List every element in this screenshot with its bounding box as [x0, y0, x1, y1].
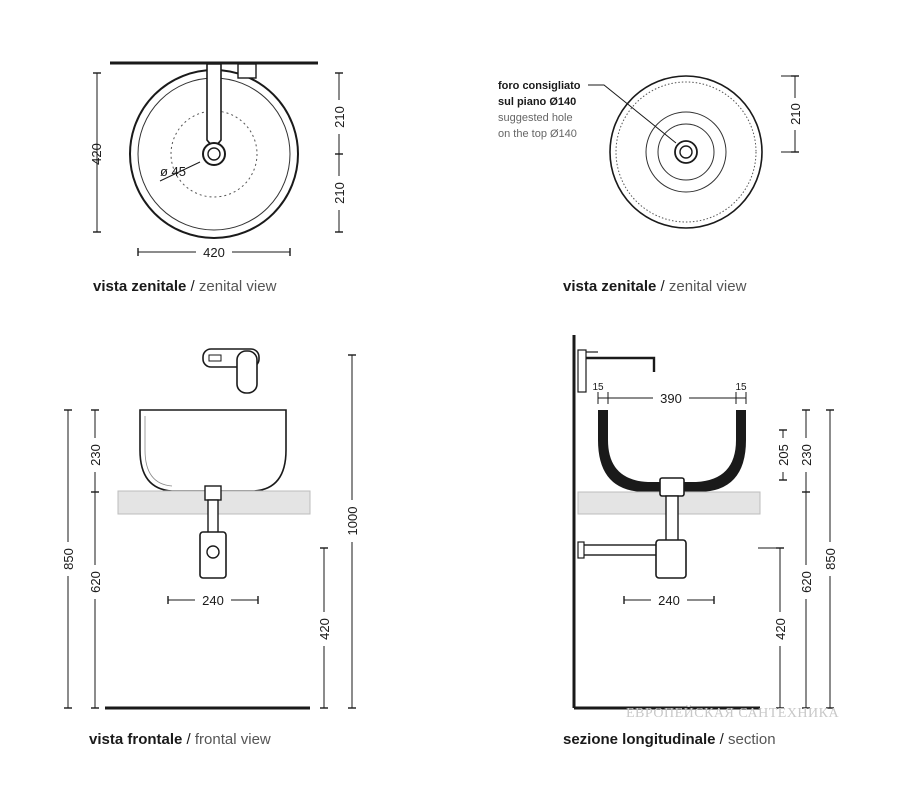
drain-leader — [159, 161, 201, 182]
dim-width-label: 420 — [203, 245, 225, 260]
dim-lower-label: 620 — [799, 571, 814, 593]
basin-front — [139, 409, 287, 492]
siphon-body — [199, 531, 227, 579]
dim-bowl-inner-label: 205 — [776, 444, 791, 466]
drain-outer — [202, 142, 226, 166]
hole-note-it-2: sul piano Ø140 — [498, 96, 577, 108]
drain-inner — [679, 145, 693, 159]
dim-siphon-label: 240 — [658, 593, 680, 608]
caption-en: zenital view — [668, 278, 747, 295]
caption-top-left: vista zenitale / zenital view — [93, 278, 277, 295]
dim-floor-label: 420 — [317, 618, 332, 640]
caption-en: section — [728, 731, 776, 748]
hole-note: foro consigliato sul piano Ø140 suggeste… — [498, 78, 581, 142]
wall-spout — [586, 356, 656, 372]
caption-it: vista zenitale — [563, 278, 657, 295]
top-right-plan-view: 210 — [588, 75, 803, 229]
bottom-left-front-view: 850 230 620 240 420 1000 — [60, 348, 360, 710]
dim-floor-label: 420 — [773, 618, 788, 640]
faucet-lever — [237, 63, 257, 79]
dim-edge-left-label: 15 — [592, 382, 604, 393]
dim-height-label: 420 — [89, 143, 104, 165]
caption-en: frontal view — [194, 731, 271, 748]
dim-total-label: 850 — [61, 548, 76, 570]
caption-en: zenital view — [198, 278, 277, 295]
siphon-drain-pipe — [581, 544, 663, 556]
hole-ring-outer — [645, 111, 727, 193]
caption-it: vista zenitale — [93, 278, 187, 295]
basin-rim-dotted — [615, 81, 757, 223]
siphon-body — [655, 539, 687, 579]
caption-it: sezione longitudinale — [563, 731, 716, 748]
dim-total-label: 850 — [823, 548, 838, 570]
hole-ring-inner — [657, 123, 715, 181]
dim-lower-label: 210 — [332, 182, 347, 204]
hole-note-en-2: on the top Ø140 — [498, 128, 577, 140]
bottom-right-section-view: 390 15 15 205 230 620 850 240 420 — [572, 335, 838, 710]
dim-bowl-label: 230 — [799, 444, 814, 466]
wall-mixer-handle — [236, 350, 258, 394]
drain-diameter-label: ø 45 — [160, 164, 186, 179]
dim-lower-label: 620 — [88, 571, 103, 593]
dim-bowl-label: 230 — [88, 444, 103, 466]
hole-note-it-1: foro consigliato — [498, 80, 581, 92]
top-left-plan-view: ø 45 420 420 210 210 — [89, 61, 347, 260]
caption-top-right: vista zenitale / zenital view — [563, 278, 747, 295]
faucet-spout — [206, 63, 222, 146]
caption-it: vista frontale — [89, 731, 183, 748]
basin-outer-rim — [609, 75, 763, 229]
watermark: ЕВРОПЕЙСКАЯ САНТЕХНИКА — [626, 706, 840, 721]
caption-bottom-left: vista frontale / frontal view — [89, 731, 271, 748]
drain-inner — [207, 147, 221, 161]
waste-valve — [659, 477, 685, 497]
drain-outer — [674, 140, 698, 164]
hole-leader — [588, 84, 677, 144]
dim-upper-label: 210 — [332, 106, 347, 128]
caption-bottom-right: sezione longitudinale / section — [563, 731, 776, 748]
dim-tap-label: 1000 — [345, 507, 360, 536]
dim-siphon-label: 240 — [202, 593, 224, 608]
mixer-plate — [577, 349, 587, 393]
hole-outline-dashed — [170, 110, 258, 198]
dim-radius-label: 210 — [788, 103, 803, 125]
waste-pipe — [665, 495, 679, 547]
dim-inner-label: 390 — [660, 391, 682, 406]
hole-note-en-1: suggested hole — [498, 112, 573, 124]
dim-edge-right-label: 15 — [735, 382, 747, 393]
waste-pipe — [207, 499, 219, 535]
waste-valve — [204, 485, 222, 501]
